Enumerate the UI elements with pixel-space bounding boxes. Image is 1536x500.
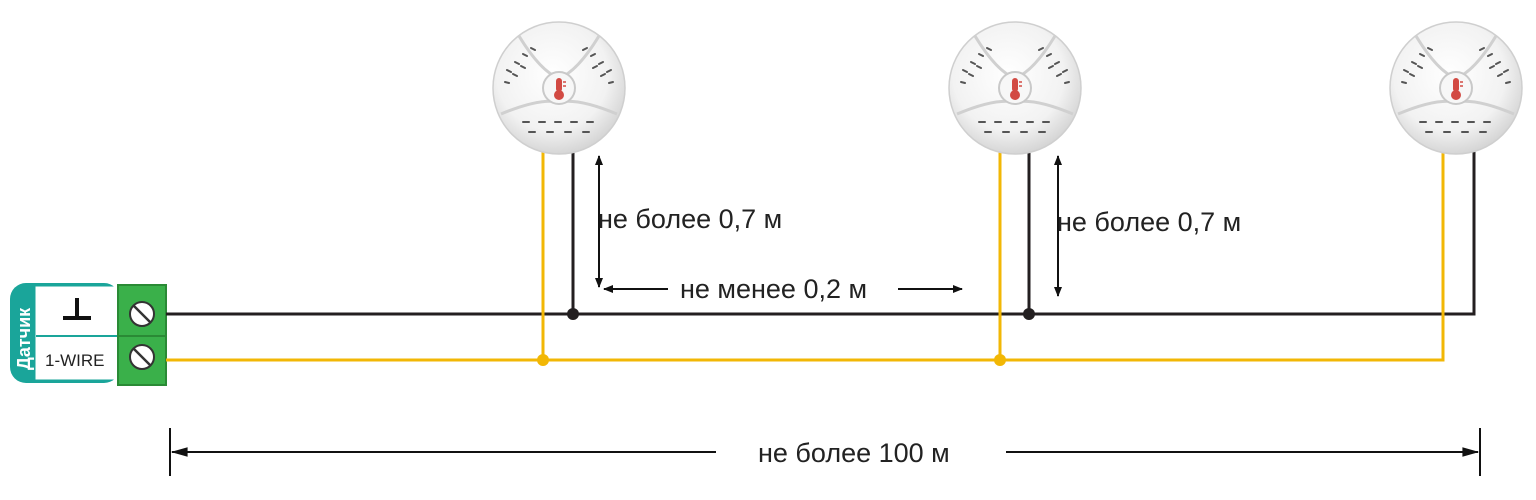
sensor-1-data-junction — [537, 354, 549, 366]
branch-dimension-1: не более 0,7 м — [595, 155, 782, 288]
connector-side-label: Датчик — [14, 307, 34, 370]
branch-dimension-1-label: не более 0,7 м — [598, 204, 782, 234]
sensor-2-data-junction — [994, 354, 1006, 366]
total-length-label: не более 100 м — [758, 438, 950, 468]
data-bus-wire — [166, 150, 1445, 362]
ground-symbol-icon — [63, 298, 91, 320]
terminal-data-label: 1-WIRE — [45, 351, 105, 370]
spacing-dimension: не менее 0,2 м — [603, 274, 963, 304]
sensor-3 — [1388, 20, 1524, 156]
sensor-2-ground-junction — [1023, 308, 1035, 320]
spacing-dimension-label: не менее 0,2 м — [680, 274, 867, 304]
branch-dimension-2-label: не более 0,7 м — [1057, 207, 1241, 237]
sensor-2 — [947, 20, 1083, 366]
total-length-dimension: не более 100 м — [169, 428, 1481, 476]
bus-wires — [166, 150, 1476, 362]
screw-data-icon — [129, 344, 155, 370]
sensor-1 — [491, 20, 627, 366]
screw-ground-icon — [129, 301, 155, 327]
branch-dimension-2: не более 0,7 м — [1054, 155, 1241, 297]
sensor-1-ground-junction — [567, 308, 579, 320]
ground-bus-wire — [166, 150, 1476, 316]
sensor-3-thermometer-icon — [1388, 20, 1524, 156]
sensor-2-thermometer-icon — [947, 20, 1083, 156]
connector-block: Датчик 1-WIRE — [10, 283, 167, 386]
sensor-1-thermometer-icon — [491, 20, 627, 156]
